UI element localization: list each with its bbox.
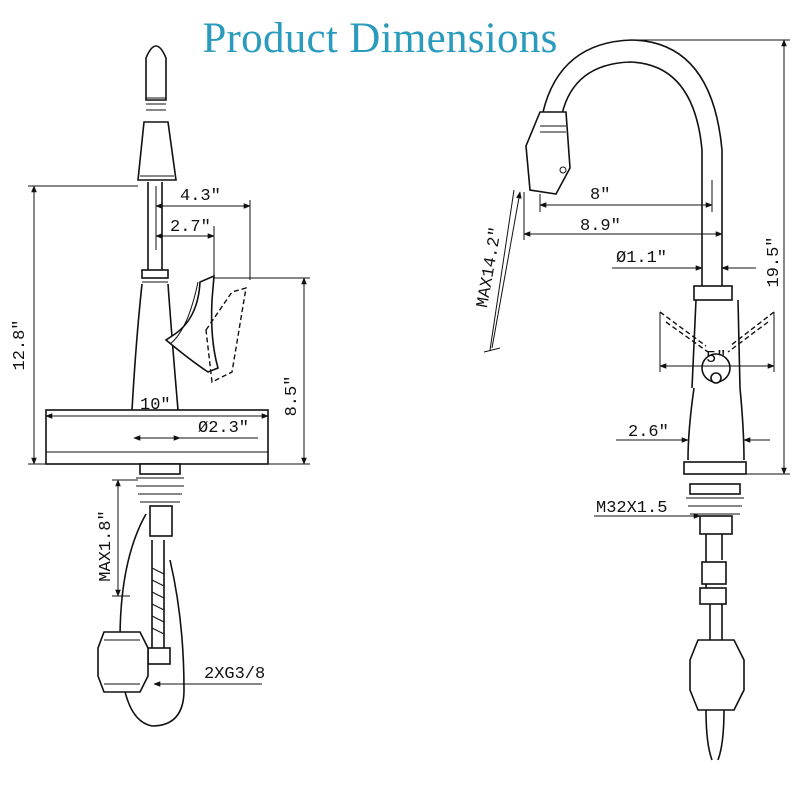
page-title: Product Dimensions <box>202 15 558 62</box>
label-max-deck: MAX1.8" <box>97 510 116 581</box>
label-spout-diameter: Ø1.1" <box>616 249 667 268</box>
label-base-diameter: Ø2.3" <box>198 419 249 438</box>
label-handle-swing: 5" <box>706 349 726 368</box>
right-dimension-lines <box>483 39 790 519</box>
label-handle-height: 8.5" <box>283 376 302 417</box>
label-reach-handle-inner: 2.7" <box>170 218 211 237</box>
label-hose-connection: 2XG3/8 <box>204 665 265 684</box>
label-reach-handle: 4.3" <box>180 187 221 206</box>
label-height-total: 12.8" <box>11 319 30 370</box>
left-faucet-body <box>45 45 269 727</box>
label-total-height: 19.5" <box>765 236 784 287</box>
label-deck-width: 10" <box>140 396 171 415</box>
label-spout-reach: 8.9" <box>580 217 621 236</box>
label-thread: M32X1.5 <box>596 499 667 518</box>
left-dimension-lines <box>28 185 310 687</box>
label-base-width: 2.6" <box>628 423 669 442</box>
label-spout-reach-inner: 8" <box>590 186 610 205</box>
right-faucet-body <box>525 39 775 761</box>
